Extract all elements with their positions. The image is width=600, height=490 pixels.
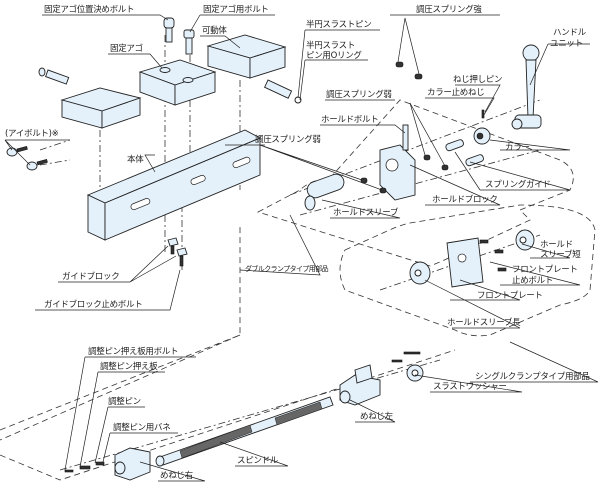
label-thrust-oring-2: ピン用Oリング bbox=[306, 51, 362, 61]
label-thrust-pin: 半円スラストピン bbox=[306, 20, 372, 30]
spring-weak bbox=[379, 187, 387, 194]
label-main-body: 本体 bbox=[127, 155, 144, 165]
thrust-pin bbox=[264, 79, 302, 104]
nut-right-part bbox=[114, 447, 151, 481]
nut-left-part bbox=[339, 364, 381, 406]
label-thrust-oring-1: 半円スラスト bbox=[306, 41, 356, 51]
label-collar: カラー bbox=[505, 143, 530, 153]
front-plate-bolt bbox=[479, 239, 489, 244]
label-screw-push-pin: ねじ押しピン bbox=[453, 75, 503, 85]
spring-weak bbox=[441, 164, 449, 171]
label-spring-guide: スプリングガイド bbox=[485, 180, 551, 190]
single-clamp-boundary bbox=[339, 204, 596, 337]
hold-sleeve-long-part bbox=[409, 261, 431, 285]
spindle-part bbox=[155, 396, 334, 467]
label-handle-unit-2: ユニット bbox=[550, 39, 583, 49]
thrust-washer-part bbox=[406, 364, 424, 382]
label-guide-block: ガイドブロック bbox=[62, 272, 120, 282]
label-adjust-pin: 調整ピン bbox=[108, 397, 141, 407]
handle-unit bbox=[511, 44, 542, 130]
hold-sleeve-short-part bbox=[515, 229, 535, 251]
label-eye-bolt: (アイボルト)※ bbox=[5, 129, 59, 139]
jaw-bolt bbox=[183, 29, 195, 55]
label-fixed-jaw: 固定アゴ bbox=[110, 44, 143, 54]
hold-block-part bbox=[379, 124, 416, 201]
guide-block bbox=[167, 237, 188, 267]
main-body bbox=[86, 129, 262, 241]
label-spring-weak-top: 調圧スプリング弱 bbox=[326, 90, 392, 100]
label-adjust-pin-spring: 調整ピン用バネ bbox=[113, 423, 171, 433]
label-spring-strong: 調圧スプリング強 bbox=[416, 5, 482, 15]
label-hold-sleeve-short-1: ホールド bbox=[540, 240, 573, 250]
label-jaw-bolt: 固定アゴ用ボルト bbox=[203, 5, 269, 15]
front-plate-bolt bbox=[497, 267, 507, 272]
centerline bbox=[39, 99, 541, 216]
label-adjust-plate: 調整ピン押え板 bbox=[100, 362, 158, 372]
label-hold-block: ホールドブロック bbox=[432, 195, 498, 205]
spring-weak bbox=[423, 154, 431, 161]
leader-lines bbox=[4, 14, 599, 482]
label-front-plate: フロントプレート bbox=[477, 291, 543, 301]
label-front-plate-bolt-2: 止めボルト bbox=[512, 276, 554, 286]
label-hold-sleeve-long: ホールドスリーブ長 bbox=[447, 318, 521, 328]
double-clamp-boundary bbox=[256, 99, 574, 267]
label-thrust-washer: スラストワッシャー bbox=[433, 382, 507, 392]
label-spring-weak-left: 調圧スプリング弱 bbox=[255, 135, 321, 145]
label-movable-body: 可動体 bbox=[202, 26, 227, 36]
label-single-clamp-parts: シングルクランプタイプ用部品 bbox=[475, 372, 590, 382]
label-collar-set-screw: カラー止めねじ bbox=[427, 88, 485, 98]
label-double-clamp-parts: ダブルクランプタイプ用部品 bbox=[245, 265, 329, 273]
positioning-bolt bbox=[163, 17, 175, 43]
label-nut-left: めねじ左 bbox=[360, 412, 393, 422]
label-hold-sleeve: ホールドスリーブ bbox=[333, 208, 399, 218]
label-hold-bolt: ホールドボルト bbox=[321, 115, 379, 125]
label-guide-block-bolt: ガイドブロック止めボルト bbox=[44, 300, 143, 310]
movable-body bbox=[206, 34, 287, 79]
hold-sleeve-part bbox=[304, 173, 345, 211]
label-spindle: スピンドル bbox=[237, 456, 279, 466]
jaw-block-left bbox=[60, 87, 142, 129]
label-front-plate-bolt-1: フロントプレート bbox=[512, 265, 578, 275]
front-plate-bolt bbox=[494, 249, 504, 254]
pin-left bbox=[38, 67, 70, 85]
collar-part bbox=[473, 109, 491, 145]
spring-strong bbox=[395, 61, 404, 68]
spring-strong bbox=[414, 73, 423, 80]
lower-assembly-boundary bbox=[0, 225, 456, 481]
label-positioning-bolt: 固定アゴ位置決めボルト bbox=[44, 5, 135, 15]
label-adjust-plate-bolt: 調整ピン押え板用ボルト bbox=[88, 347, 179, 357]
front-plate-part bbox=[446, 237, 484, 288]
label-hold-sleeve-short-2: スリーブ短 bbox=[540, 250, 581, 260]
adjust-pin-parts bbox=[64, 351, 421, 473]
fixed-jaw bbox=[138, 59, 217, 106]
label-handle-unit-1: ハンドル bbox=[553, 28, 586, 38]
label-nut-right: めねじ右 bbox=[160, 471, 193, 481]
